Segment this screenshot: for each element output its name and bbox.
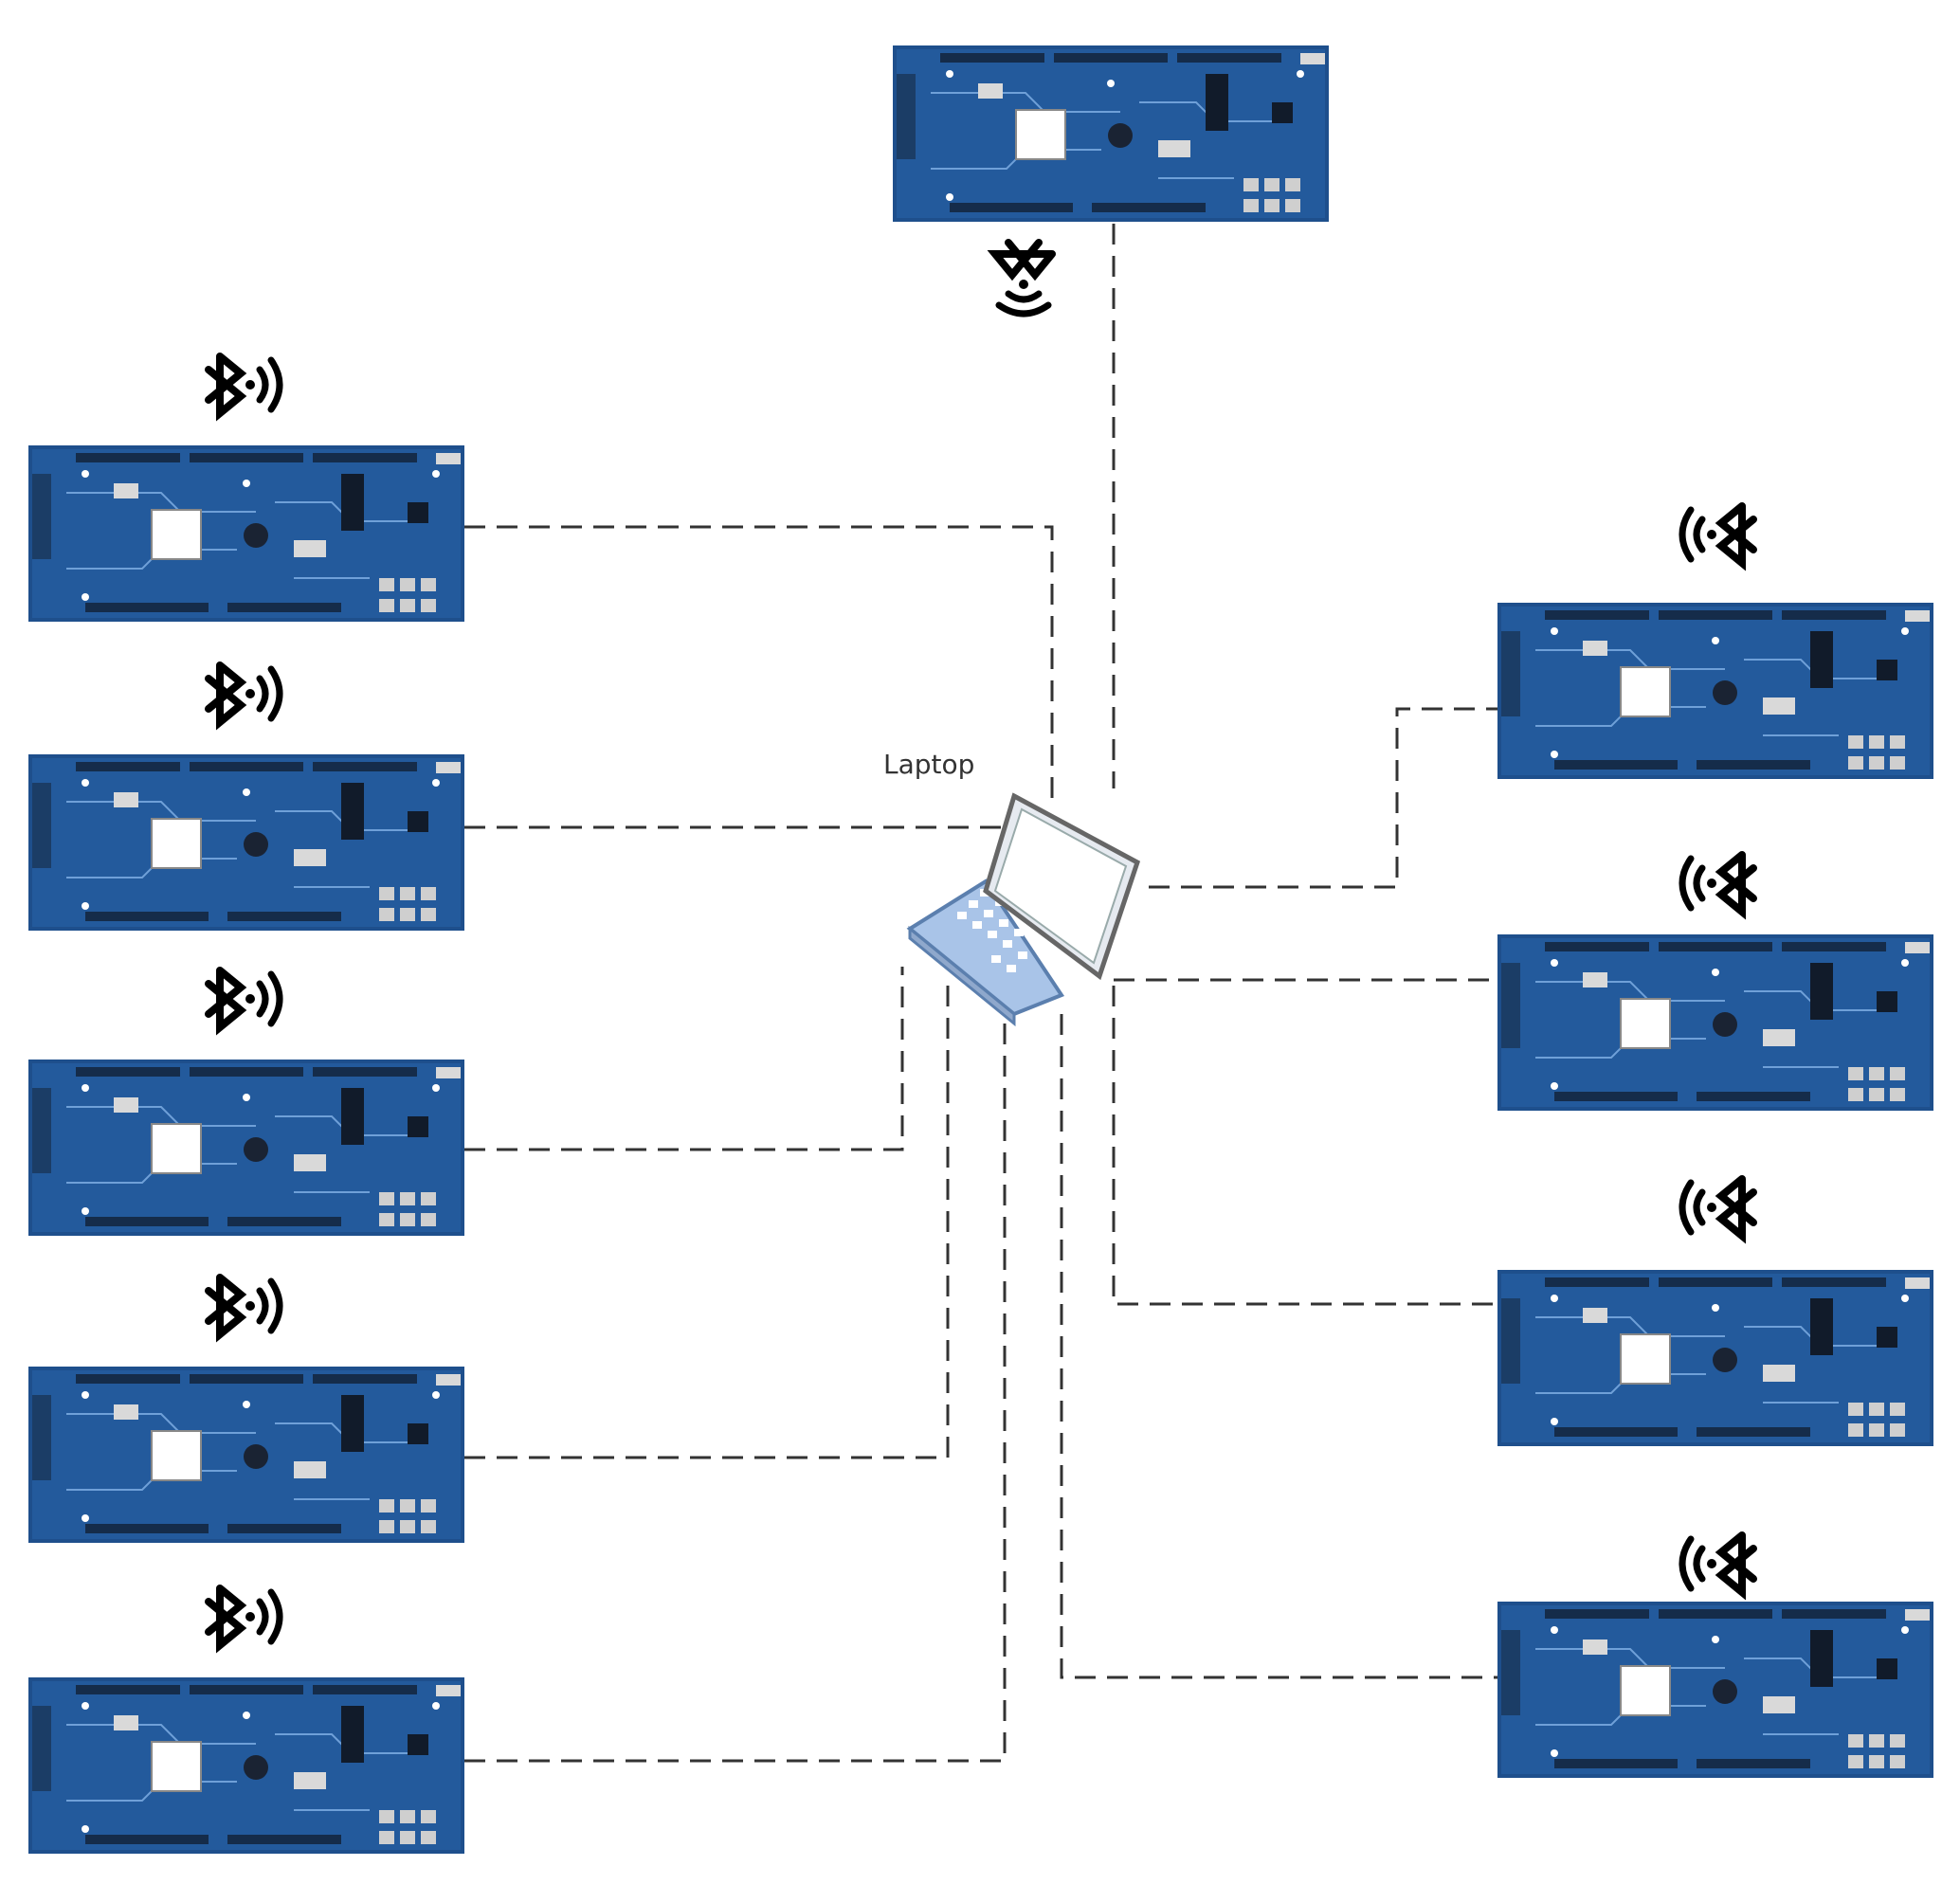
bluetooth-broadcast-right-icon bbox=[188, 955, 301, 1042]
link-right-board-1 bbox=[1149, 707, 1497, 889]
left-dev-board-2 bbox=[28, 754, 464, 931]
link-left-board-5 bbox=[464, 1024, 1007, 1763]
bluetooth-broadcast-left-icon bbox=[1661, 1164, 1774, 1251]
bluetooth-broadcast-right-icon bbox=[188, 341, 301, 428]
bluetooth-broadcast-down-icon bbox=[967, 235, 1080, 322]
bluetooth-broadcast-left-icon bbox=[1661, 491, 1774, 578]
bluetooth-broadcast-left-icon bbox=[1661, 1520, 1774, 1607]
link-left-board-4 bbox=[464, 986, 950, 1459]
link-right-board-4 bbox=[1060, 1014, 1497, 1679]
link-left-board-1 bbox=[464, 525, 1054, 801]
right-dev-board-4 bbox=[1497, 1602, 1933, 1778]
bluetooth-broadcast-right-icon bbox=[188, 650, 301, 737]
bluetooth-broadcast-right-icon bbox=[188, 1262, 301, 1350]
right-dev-board-2 bbox=[1497, 934, 1933, 1111]
right-dev-board-3 bbox=[1497, 1270, 1933, 1446]
bluetooth-broadcast-left-icon bbox=[1661, 840, 1774, 927]
laptop-label: Laptop bbox=[883, 749, 975, 780]
left-dev-board-3 bbox=[28, 1060, 464, 1236]
bluetooth-broadcast-right-icon bbox=[188, 1573, 301, 1660]
laptop-icon bbox=[900, 787, 1154, 1029]
left-dev-board-5 bbox=[28, 1677, 464, 1854]
link-left-board-3 bbox=[464, 967, 904, 1151]
central-dev-board bbox=[893, 45, 1329, 222]
link-right-board-3 bbox=[1112, 986, 1497, 1306]
left-dev-board-1 bbox=[28, 445, 464, 622]
left-dev-board-4 bbox=[28, 1367, 464, 1543]
right-dev-board-1 bbox=[1497, 603, 1933, 779]
